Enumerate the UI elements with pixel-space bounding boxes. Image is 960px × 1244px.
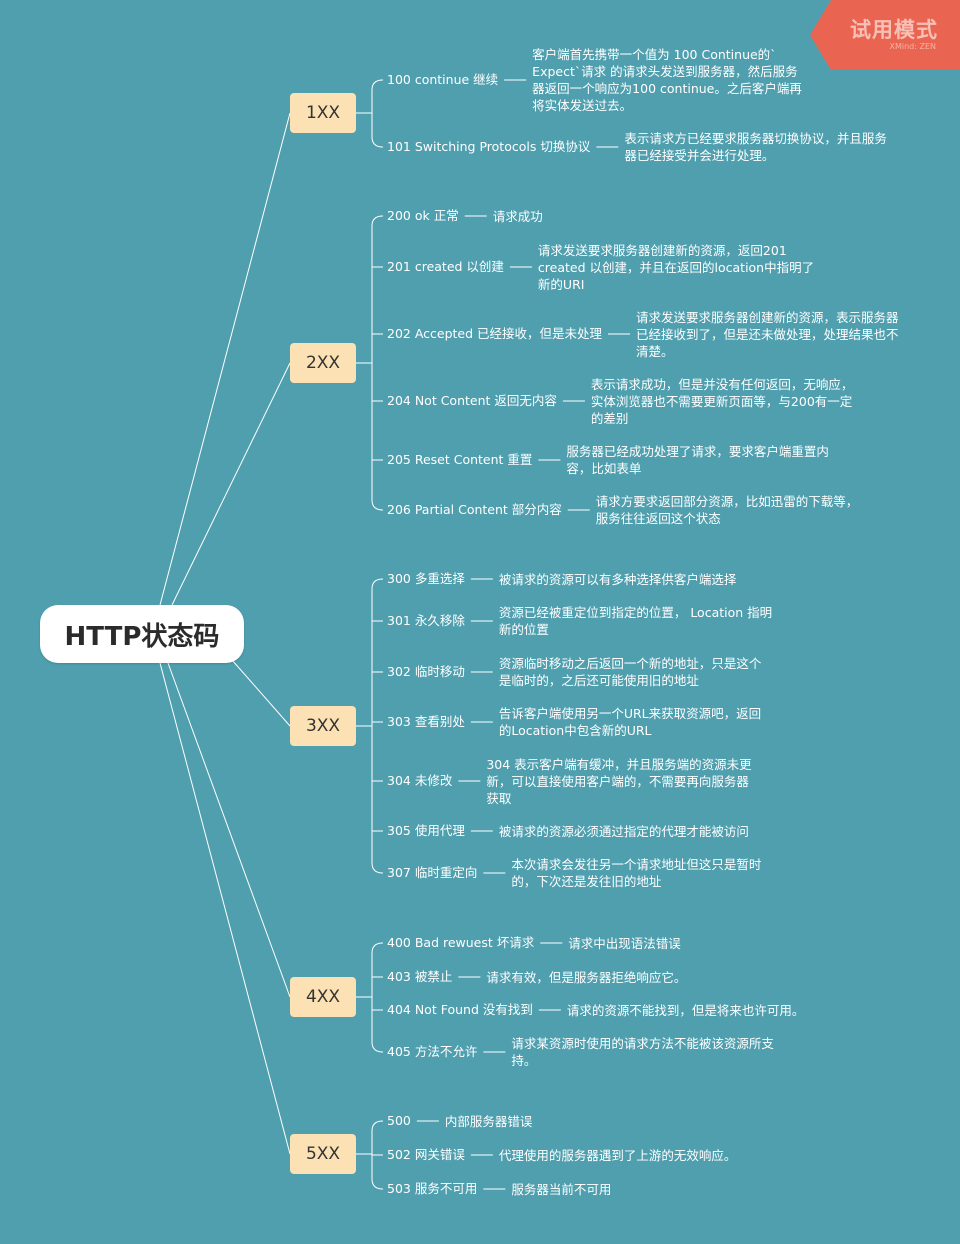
root-connector-1xx: [159, 112, 291, 606]
status-label[interactable]: 300 多重选择: [387, 571, 465, 586]
status-description: 资源已经被重定位到指定的位置， Location 指明 新的位置: [498, 605, 773, 637]
root-node[interactable]: HTTP状态码: [40, 605, 244, 663]
status-label[interactable]: 206 Partial Content 部分内容: [387, 502, 562, 517]
status-label[interactable]: 200 ok 正常: [387, 208, 459, 223]
status-description: 服务器当前不可用: [511, 1181, 612, 1197]
xmind-brand-label: XMind: ZEN: [889, 42, 936, 51]
status-label[interactable]: 101 Switching Protocols 切换协议: [387, 139, 591, 154]
status-label[interactable]: 202 Accepted 已经接收，但是未处理: [387, 326, 603, 341]
status-label[interactable]: 201 created 以创建: [387, 259, 504, 274]
status-description: 请求发送要求服务器创建新的资源，表示服务器 已经接收到了，但是还未做处理，处理结…: [636, 309, 899, 359]
status-description: 请求的资源不能找到，但是将来也许可用。: [566, 1002, 805, 1018]
status-description: 请求发送要求服务器创建新的资源，返回201 created 以创建，并且在返回的…: [537, 242, 815, 292]
status-description: 被请求的资源必须通过指定的代理才能被访问: [498, 823, 749, 839]
status-label[interactable]: 205 Reset Content 重置: [387, 452, 533, 467]
status-label[interactable]: 304 未修改: [387, 773, 453, 788]
status-label[interactable]: 500: [387, 1113, 411, 1128]
status-description: 请求某资源时使用的请求方法不能被该资源所支 持。: [511, 1036, 774, 1068]
status-label[interactable]: 302 临时移动: [387, 664, 465, 679]
root-connector-3xx: [231, 659, 291, 727]
trial-mode-label: 试用模式: [850, 18, 938, 42]
status-description: 本次请求会发往另一个请求地址但这只是暂时 的，下次还是发往旧的地址: [511, 857, 762, 889]
bracket-3xx: [371, 578, 384, 874]
category-4xx[interactable]: 4XX: [290, 977, 356, 1017]
status-description: 服务器已经成功处理了请求，要求客户端重置内 容，比如表单: [566, 444, 829, 476]
status-label[interactable]: 405 方法不允许: [387, 1044, 478, 1059]
status-label[interactable]: 301 永久移除: [387, 613, 465, 628]
status-description: 告诉客户端使用另一个URL来获取资源吧，返回 的Location中包含新的URL: [498, 706, 762, 738]
status-label[interactable]: 204 Not Content 返回无内容: [387, 393, 557, 408]
status-description: 请求有效，但是服务器拒绝响应它。: [486, 969, 687, 985]
status-description: 请求成功: [492, 208, 543, 224]
bracket-4xx: [371, 942, 384, 1053]
status-label[interactable]: 307 临时重定向: [387, 865, 478, 880]
root-connector-2xx: [171, 362, 291, 606]
status-label[interactable]: 503 服务不可用: [387, 1181, 478, 1196]
status-description: 表示请求方已经要求服务器切换协议，并且服务 器已经接受并会进行处理。: [624, 131, 887, 163]
status-description: 内部服务器错误: [444, 1113, 533, 1129]
status-description: 资源临时移动之后返回一个新的地址，只是这个 是临时的，之后还可能使用旧的地址: [498, 656, 762, 688]
bracket-2xx: [371, 215, 384, 511]
status-label[interactable]: 404 Not Found 没有找到: [387, 1002, 533, 1017]
root-connector-5xx: [159, 662, 291, 1155]
category-5xx[interactable]: 5XX: [290, 1134, 356, 1174]
status-description: 请求中出现语法错误: [568, 935, 681, 951]
status-label[interactable]: 303 查看别处: [387, 714, 465, 729]
status-description: 客户端首先携带一个值为 100 Continue的` Expect`请求 的请求…: [532, 47, 802, 113]
status-label[interactable]: 100 continue 继续: [387, 72, 499, 87]
bracket-1xx: [371, 79, 384, 148]
status-description: 请求方要求返回部分资源，比如迅雷的下载等， 服务往往返回这个状态: [595, 494, 859, 526]
status-description: 304 表示客户端有缓冲，并且服务端的资源未更 新，可以直接使用客户端的，不需要…: [486, 756, 752, 806]
status-label[interactable]: 400 Bad rewuest 坏请求: [387, 935, 535, 950]
status-description: 代理使用的服务器遇到了上游的无效响应。: [498, 1147, 737, 1163]
status-label[interactable]: 502 网关错误: [387, 1147, 465, 1162]
root-connector-4xx: [167, 662, 291, 998]
status-description: 被请求的资源可以有多种选择供客户端选择: [498, 571, 737, 587]
status-label[interactable]: 305 使用代理: [387, 823, 465, 838]
status-label[interactable]: 403 被禁止: [387, 969, 453, 984]
status-description: 表示请求成功，但是并没有任何返回，无响应， 实体浏览器也不需要更新页面等，与20…: [590, 376, 854, 426]
category-3xx[interactable]: 3XX: [290, 706, 356, 746]
trial-mode-banner: 试用模式 XMind: ZEN: [810, 0, 960, 70]
category-2xx[interactable]: 2XX: [290, 343, 356, 383]
category-1xx[interactable]: 1XX: [290, 93, 356, 133]
